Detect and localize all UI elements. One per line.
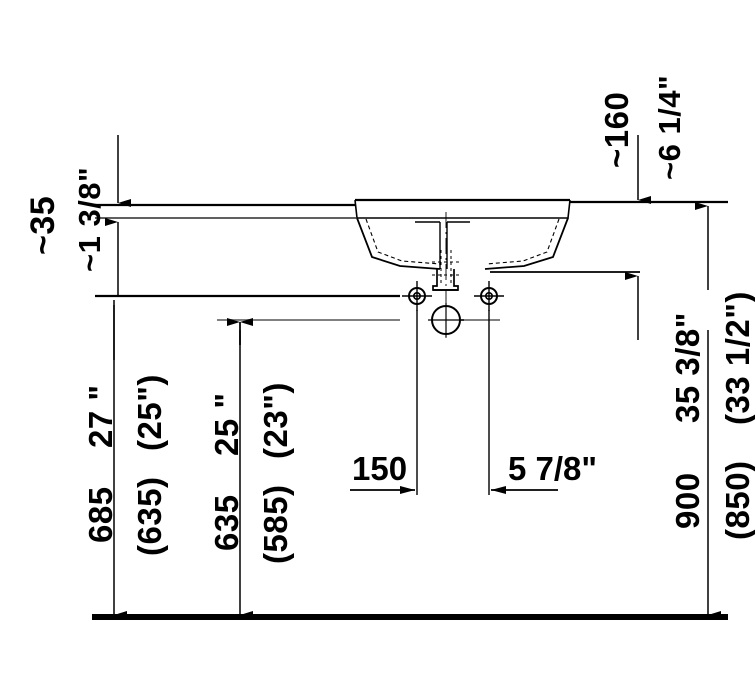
label-height-lower-metric: 635 [208, 494, 245, 551]
label-overall-height-metric: 900 [669, 472, 706, 529]
label-height-lower-imperial-alt: (23") [257, 382, 294, 459]
label-hole-spacing-imperial: 5 7/8" [508, 450, 598, 487]
reference-lines [92, 200, 728, 620]
label-basin-rim-top-metric: ~35 [24, 195, 62, 255]
label-height-faucet-metric-alt: (635) [131, 476, 168, 556]
label-height-faucet-imperial-alt: (25") [131, 374, 168, 451]
basin-section [354, 198, 571, 340]
tap-hole-right [474, 281, 504, 311]
label-height-faucet-imperial: 27 " [82, 384, 119, 448]
label-basin-depth-metric: ~160 [598, 91, 635, 168]
label-basin-depth-imperial: ~6 1/4" [652, 74, 687, 180]
label-basin-rim-top-imperial: ~1 3/8" [72, 166, 107, 272]
label-overall-height-imperial-alt: (33 1/2") [719, 291, 755, 425]
label-height-lower-metric-alt: (585) [257, 484, 294, 564]
label-overall-height-metric-alt: (850) [719, 460, 755, 540]
tap-hole-left [402, 281, 432, 311]
label-height-lower-imperial: 25 " [208, 392, 245, 456]
label-hole-spacing-metric: 150 [352, 450, 408, 487]
dim-extension-lines [416, 310, 490, 495]
label-overall-height-imperial: 35 3/8" [669, 312, 706, 423]
waste-outlet-circle [428, 303, 464, 337]
label-height-faucet-metric: 685 [82, 486, 119, 543]
